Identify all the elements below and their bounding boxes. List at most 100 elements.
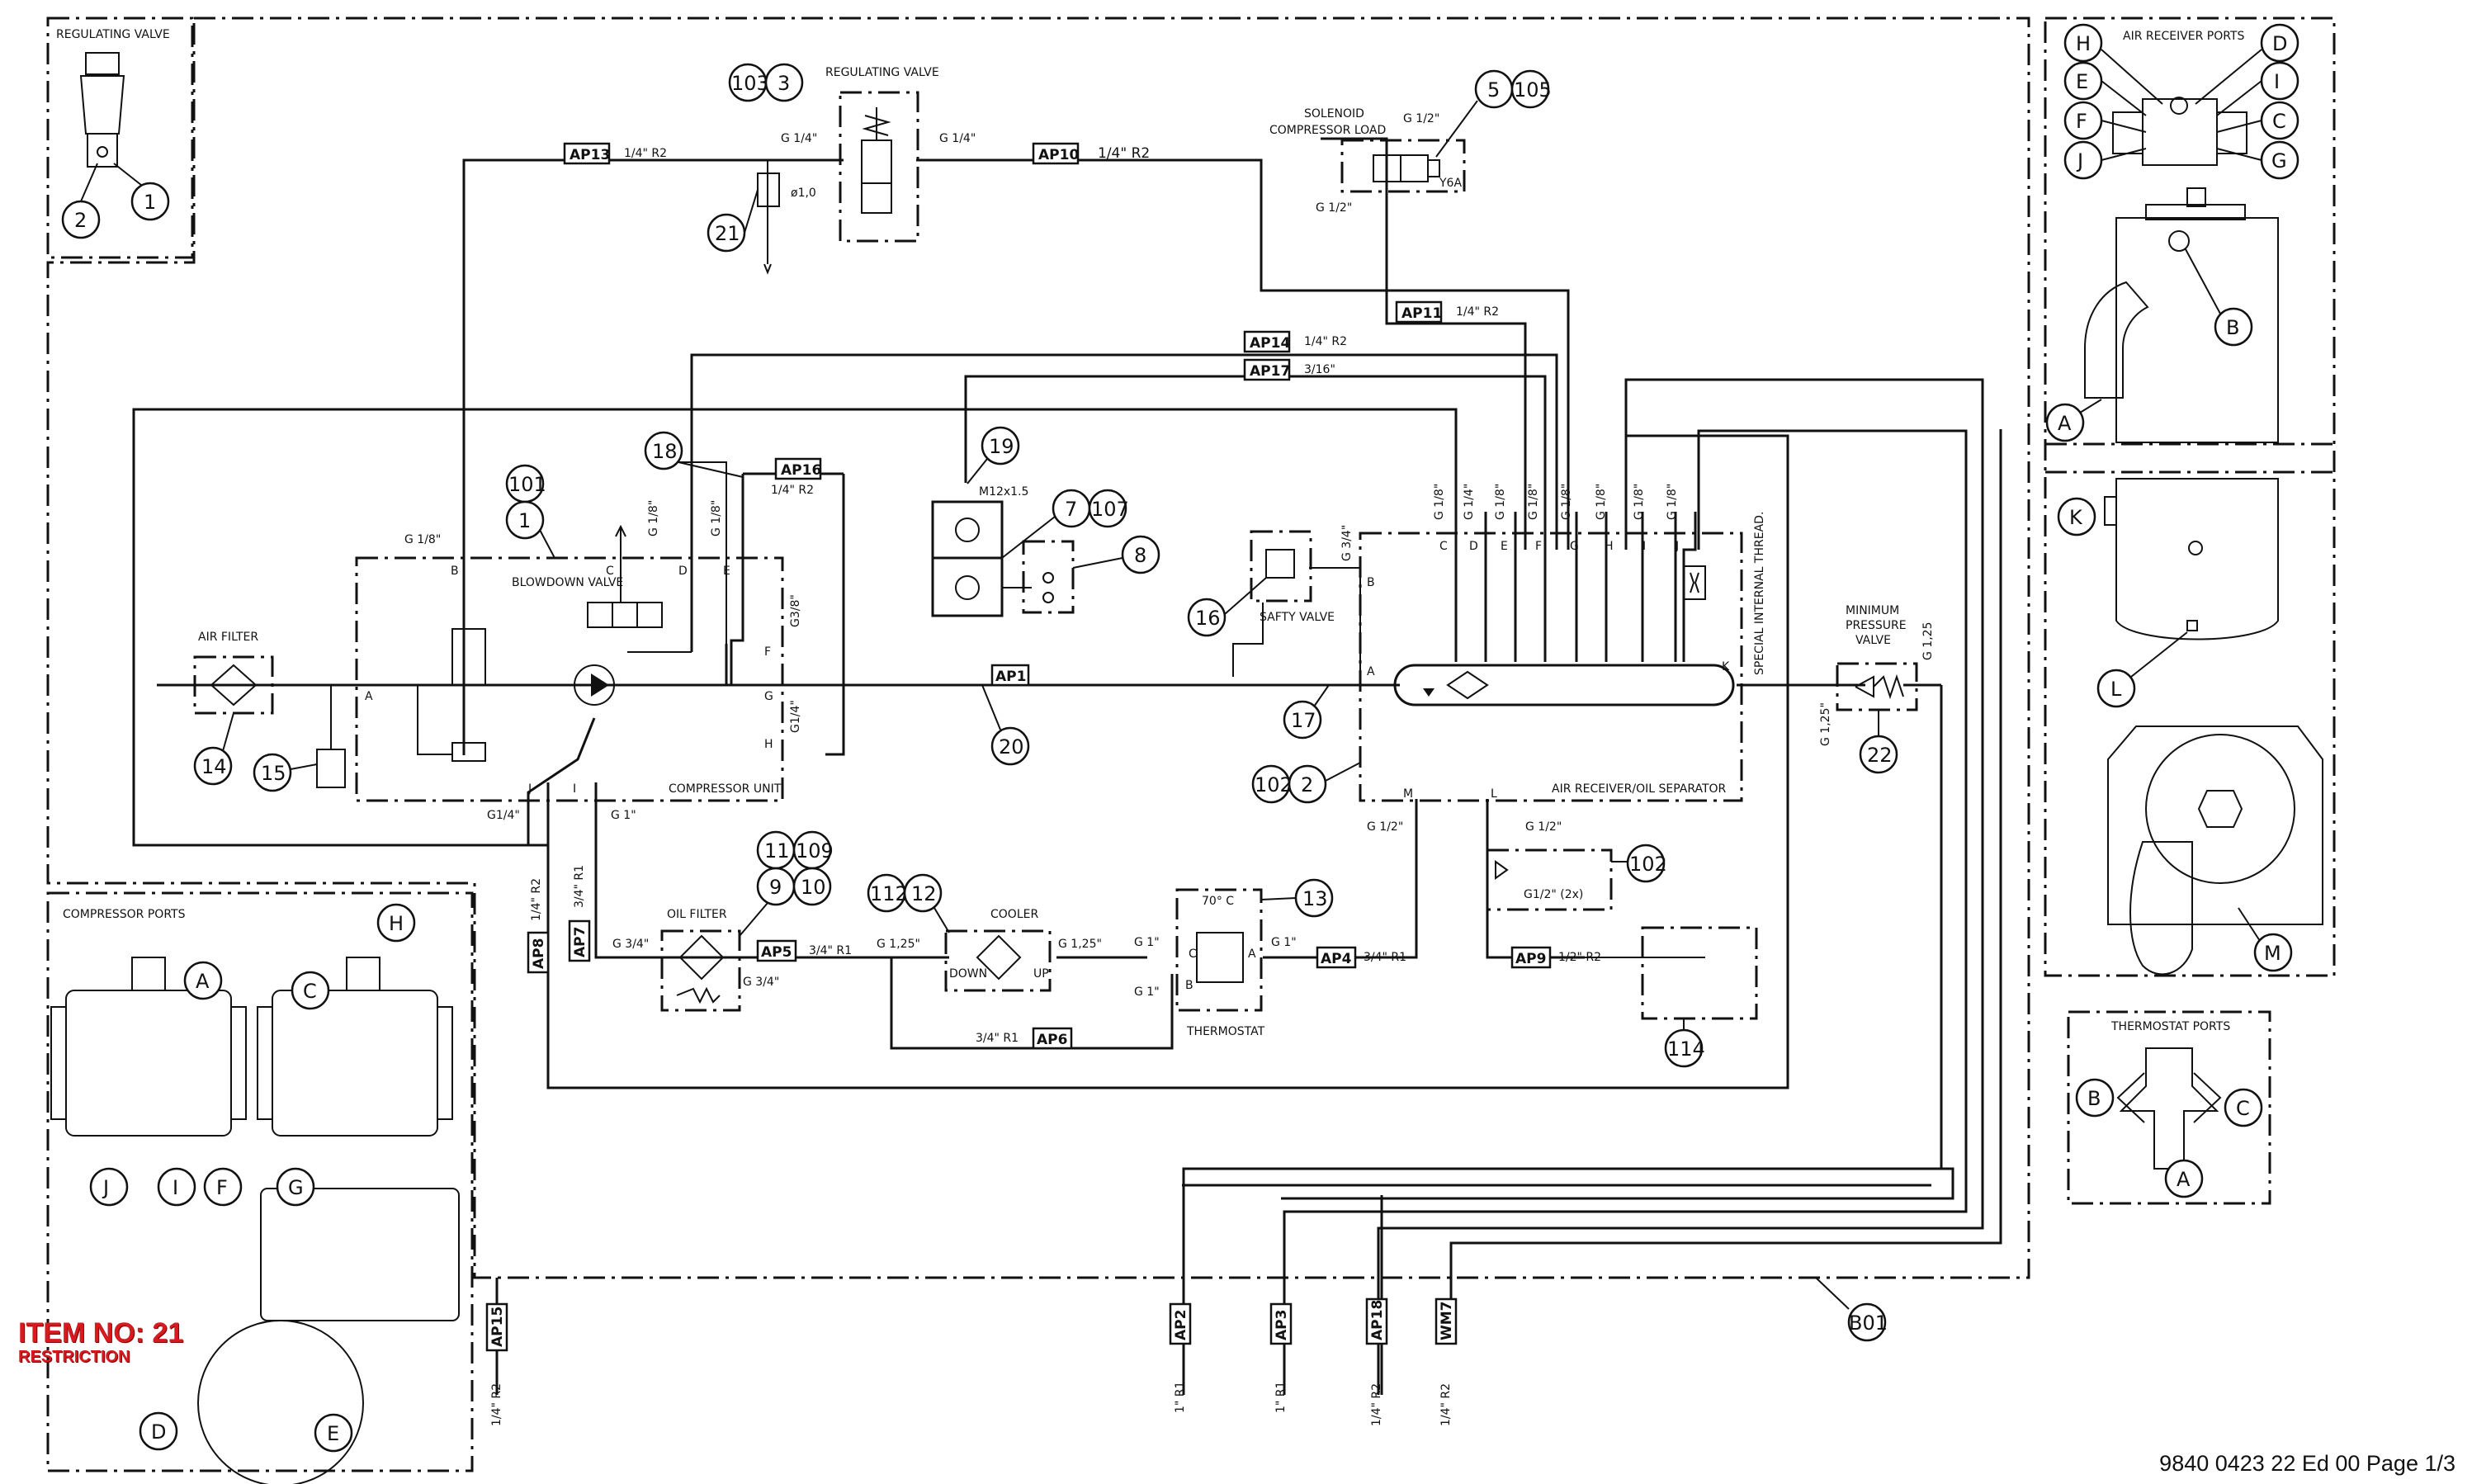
svg-text:G 1/8": G 1/8"	[1527, 484, 1540, 520]
svg-text:12: 12	[911, 882, 937, 905]
svg-text:C: C	[606, 565, 614, 578]
svg-text:D: D	[2272, 32, 2287, 55]
svg-text:AP7: AP7	[572, 927, 588, 957]
svg-text:G 1/2": G 1/2"	[1316, 201, 1352, 215]
svg-text:2: 2	[1301, 773, 1313, 796]
svg-text:G 1/4": G 1/4"	[781, 132, 817, 145]
svg-text:MINIMUM: MINIMUM	[1846, 604, 1899, 617]
svg-text:REGULATING VALVE: REGULATING VALVE	[825, 66, 939, 79]
svg-text:SPECIAL INTERNAL THREAD.: SPECIAL INTERNAL THREAD.	[1753, 512, 1766, 675]
page-footer: 9840 0423 22 Ed 00 Page 1/3	[2159, 1451, 2455, 1476]
svg-text:F: F	[216, 1176, 228, 1199]
svg-text:G 1/2": G 1/2"	[1403, 112, 1439, 125]
svg-text:E: E	[723, 565, 730, 578]
svg-text:1/4" R2: 1/4" R2	[530, 878, 543, 921]
frames	[46, 17, 2336, 1472]
svg-text:ø1,0: ø1,0	[791, 187, 816, 200]
svg-text:Y6A: Y6A	[1439, 177, 1462, 190]
svg-text:AP6: AP6	[1037, 1032, 1067, 1048]
svg-text:AIR RECEIVER PORTS: AIR RECEIVER PORTS	[2123, 30, 2245, 43]
svg-text:AP8: AP8	[531, 938, 547, 969]
svg-text:B: B	[2087, 1087, 2101, 1110]
svg-text:A: A	[1248, 948, 1256, 961]
svg-text:G 1,25": G 1,25"	[1058, 938, 1102, 951]
svg-text:A: A	[365, 690, 373, 703]
svg-text:3: 3	[778, 72, 790, 95]
svg-text:C: C	[1439, 540, 1448, 553]
svg-text:D: D	[151, 1420, 166, 1444]
svg-text:I: I	[173, 1176, 178, 1199]
svg-text:17: 17	[1291, 709, 1316, 732]
svg-text:14: 14	[201, 755, 227, 778]
svg-text:J: J	[2076, 149, 2083, 173]
svg-text:F: F	[2076, 110, 2087, 133]
svg-text:REGULATING VALVE: REGULATING VALVE	[56, 28, 170, 41]
svg-text:G 1/8": G 1/8"	[1560, 484, 1573, 520]
svg-text:15: 15	[261, 762, 286, 785]
minimum-pressure-valve: MINIMUM PRESSURE VALVE G 1,25" G 1,25	[1819, 604, 1935, 746]
svg-text:3/4" R1: 3/4" R1	[573, 865, 586, 908]
svg-text:103: 103	[731, 72, 769, 95]
svg-text:G 3/4": G 3/4"	[743, 976, 779, 989]
svg-text:1/4" R2: 1/4" R2	[1439, 1383, 1453, 1426]
svg-text:G 1/8": G 1/8"	[1666, 484, 1679, 520]
svg-text:K: K	[1722, 660, 1730, 673]
svg-text:G 1": G 1"	[1134, 936, 1160, 949]
svg-text:G 1/4": G 1/4"	[1463, 484, 1476, 520]
svg-text:J: J	[102, 1176, 109, 1199]
svg-text:8: 8	[1134, 544, 1146, 567]
svg-text:COMPRESSOR LOAD: COMPRESSOR LOAD	[1269, 124, 1386, 137]
svg-text:5: 5	[1487, 78, 1500, 102]
svg-text:109: 109	[796, 839, 834, 863]
svg-text:101: 101	[508, 473, 546, 496]
svg-text:16: 16	[1195, 607, 1221, 630]
svg-text:G 1": G 1"	[1134, 985, 1160, 999]
svg-text:K: K	[2069, 506, 2083, 529]
compressor-ports: COMPRESSOR PORTS A H C J I F G D E	[50, 903, 460, 1484]
svg-text:F: F	[1535, 540, 1542, 553]
svg-text:D: D	[678, 565, 688, 578]
svg-text:114: 114	[1667, 1037, 1705, 1061]
svg-text:70° C: 70° C	[1202, 895, 1234, 908]
svg-text:OIL FILTER: OIL FILTER	[667, 908, 727, 921]
svg-text:H: H	[389, 912, 404, 935]
svg-text:1/2" R2: 1/2" R2	[1558, 951, 1601, 964]
svg-text:AIR FILTER: AIR FILTER	[198, 631, 258, 644]
svg-text:H: H	[2076, 32, 2091, 55]
oil-filter: OIL FILTER G 3/4" G 3/4"	[612, 908, 779, 1012]
svg-text:E: E	[1501, 540, 1508, 553]
svg-text:A: A	[1367, 665, 1375, 678]
svg-text:1/4" R2: 1/4" R2	[1370, 1383, 1383, 1426]
svg-text:AP17: AP17	[1250, 363, 1290, 380]
regulating-valve: REGULATING VALVE G 1/4" G 1/4" ø1,0	[757, 66, 976, 243]
svg-text:AP16: AP16	[781, 462, 821, 479]
svg-text:M: M	[2264, 942, 2281, 965]
svg-text:BLOWDOWN VALVE: BLOWDOWN VALVE	[512, 576, 623, 589]
svg-text:COMPRESSOR PORTS: COMPRESSOR PORTS	[63, 908, 186, 921]
svg-text:1: 1	[144, 191, 156, 214]
svg-text:G1/4": G1/4"	[789, 700, 802, 733]
svg-text:2: 2	[74, 209, 87, 232]
svg-text:3/16": 3/16"	[1304, 363, 1335, 376]
svg-text:105: 105	[1514, 78, 1552, 102]
svg-text:G1/4": G1/4"	[487, 809, 520, 822]
thermostat: 70° C THERMOSTAT C A B G 1" G 1" G 1"	[1134, 888, 1297, 1038]
svg-text:M12x1.5: M12x1.5	[979, 485, 1028, 499]
svg-text:AP4: AP4	[1321, 951, 1352, 967]
svg-text:10: 10	[801, 876, 826, 899]
svg-text:9: 9	[769, 876, 782, 899]
svg-text:G 1,25": G 1,25"	[877, 938, 920, 951]
svg-text:D: D	[1469, 540, 1478, 553]
svg-text:SAFTY VALVE: SAFTY VALVE	[1260, 611, 1335, 624]
svg-text:102: 102	[1629, 853, 1667, 876]
svg-text:1/4" R2: 1/4" R2	[1456, 305, 1499, 319]
svg-text:L: L	[2110, 678, 2122, 701]
svg-text:AP11: AP11	[1401, 305, 1442, 322]
svg-text:G 3/4": G 3/4"	[1340, 525, 1354, 561]
svg-text:G 1": G 1"	[1271, 936, 1297, 949]
svg-text:AP18: AP18	[1369, 1300, 1386, 1340]
svg-text:G: G	[2271, 149, 2287, 173]
svg-text:E: E	[2076, 70, 2088, 93]
svg-text:1/4" R2: 1/4" R2	[771, 484, 814, 497]
svg-text:G 1": G 1"	[611, 809, 636, 822]
